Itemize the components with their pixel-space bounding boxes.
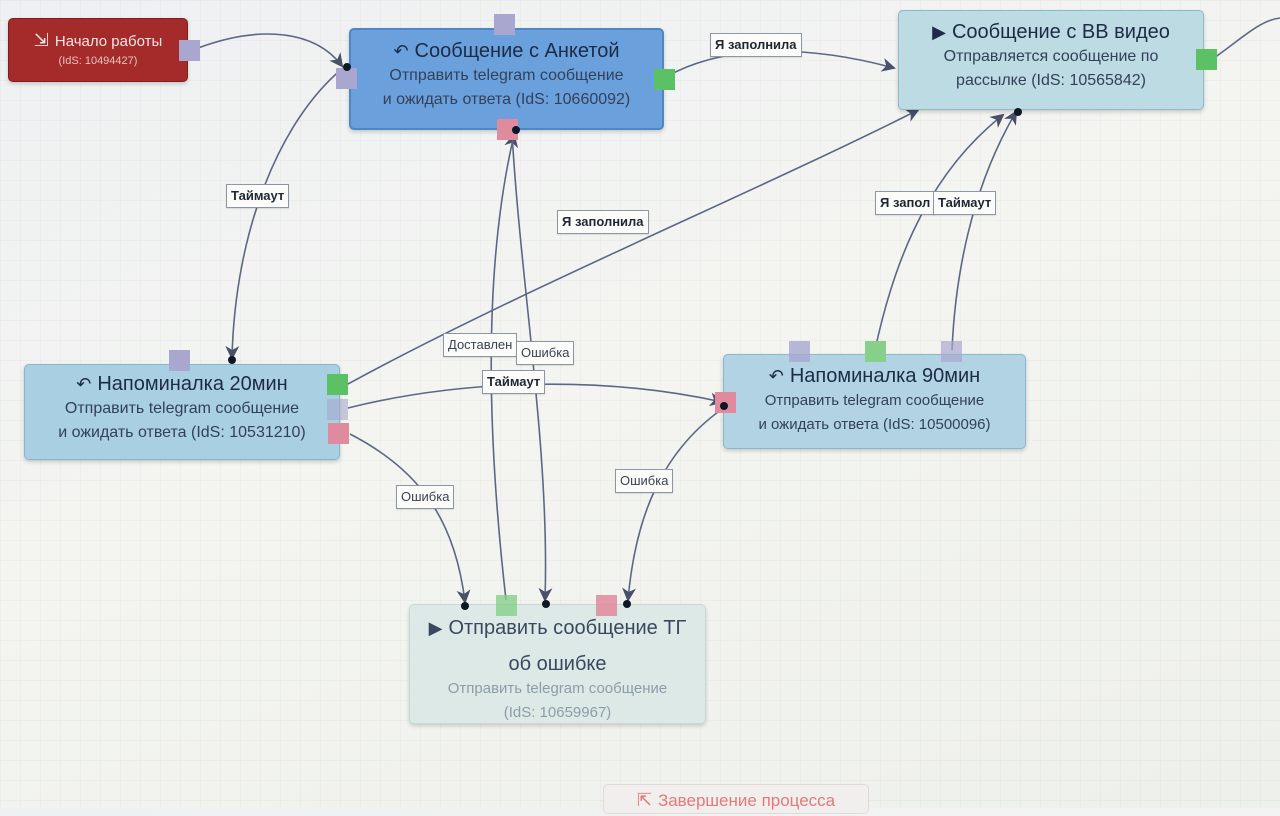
edge-anketa-error-to-err (511, 131, 553, 602)
edge-bb-out (1213, 17, 1280, 59)
edge-label-rem20-error[interactable]: Ошибка (396, 485, 455, 509)
port-rem90-top[interactable] (789, 341, 810, 362)
port-anketa-success[interactable] (654, 69, 675, 90)
edge-label-rem90-timeout[interactable]: Таймаут (933, 191, 997, 215)
port-rem90-timeout[interactable] (941, 341, 962, 362)
edge-label-rem20-timeout[interactable]: Таймаут (482, 370, 546, 394)
login-icon: ⇲ (33, 30, 49, 50)
node-err-desc: Отправить telegram сообщение (447, 680, 668, 697)
connector-dot (343, 63, 351, 71)
connector-dot (228, 356, 236, 364)
node-err-title-2: об ошибке (508, 653, 607, 675)
edge-label-delivered[interactable]: Доставлен (443, 333, 518, 357)
node-bb-desc-2: рассылке (IdS: 10565842) (956, 72, 1146, 89)
connector-dot (542, 600, 550, 608)
port-anketa-top[interactable] (494, 14, 515, 35)
logout-icon: ⇱ (636, 790, 652, 810)
node-bb-title: ▶Сообщение с ВВ видео (932, 21, 1170, 43)
edge-label-rem90-error[interactable]: Ошибка (615, 469, 674, 493)
port-start-out[interactable] (179, 40, 200, 61)
node-end-title: ⇱Завершение процесса (636, 790, 836, 810)
connector-dot (1014, 108, 1022, 116)
port-anketa-in[interactable] (336, 68, 357, 89)
edge-label-anketa-filled[interactable]: Я заполнила (710, 33, 802, 57)
port-err-error[interactable] (596, 595, 617, 616)
node-rem90-desc: Отправить telegram сообщение (764, 392, 985, 409)
node-err-title: ▶Отправить сообщение ТГ (428, 617, 687, 639)
connector-dot (720, 402, 728, 410)
edge-rem90-timeout-to-bb (951, 110, 1018, 351)
node-rem90-desc-2: и ожидать ответа (IdS: 10500096) (758, 416, 991, 433)
node-start-title: ⇲Начало работы (33, 30, 163, 50)
port-rem20-timeout[interactable] (327, 399, 348, 420)
port-anketa-error[interactable] (497, 119, 518, 140)
node-anketa[interactable]: ↶Сообщение с Анкетой Отправить telegram … (349, 28, 664, 130)
node-rem90-title: ↶Напоминалка 90мин (768, 365, 981, 387)
node-anketa-title: ↶Сообщение с Анкетой (393, 40, 620, 62)
port-rem20-top[interactable] (169, 350, 190, 371)
edge-rem90-error-to-err (622, 404, 729, 602)
port-rem20-success[interactable] (327, 374, 348, 395)
port-rem20-error[interactable] (328, 423, 349, 444)
play-icon: ▶ (932, 22, 946, 42)
edge-label-anketa-error[interactable]: Ошибка (516, 341, 575, 365)
edge-start-to-anketa (197, 33, 344, 68)
port-err-success[interactable] (496, 595, 517, 616)
edge-label-rem90-filled[interactable]: Я запол (875, 191, 936, 215)
reply-arrow-icon: ↶ (768, 366, 784, 386)
connector-dot (461, 602, 469, 610)
node-start[interactable]: ⇲Начало работы (IdS: 10494427) (8, 18, 188, 82)
edge-rem20-filled-to-bb (347, 109, 920, 385)
edge-err-delivered-to-anketa (490, 133, 519, 601)
reply-arrow-icon: ↶ (393, 41, 409, 61)
node-reminder-90[interactable]: ↶Напоминалка 90мин Отправить telegram со… (723, 354, 1026, 449)
edge-label-rem20-filled[interactable]: Я заполнила (557, 210, 649, 234)
node-rem20-desc: Отправить telegram сообщение (64, 400, 300, 417)
node-rem20-title: ↶Напоминалка 20мин (76, 373, 288, 395)
port-rem90-success[interactable] (865, 341, 886, 362)
node-error-message[interactable]: ▶Отправить сообщение ТГ об ошибке Отправ… (409, 604, 706, 724)
node-start-ids: (IdS: 10494427) (58, 55, 138, 67)
edge-label-anketa-timeout[interactable]: Таймаут (226, 184, 290, 208)
node-end[interactable]: ⇱Завершение процесса (603, 784, 869, 814)
node-err-ids: (IdS: 10659967) (503, 704, 612, 721)
reply-arrow-icon: ↶ (76, 374, 92, 394)
edge-rem20-error-to-err (349, 433, 471, 604)
node-reminder-20[interactable]: ↶Напоминалка 20мин Отправить telegram со… (24, 364, 340, 460)
edge-anketa-timeout-to-rem20 (225, 67, 344, 360)
node-bb-video[interactable]: ▶Сообщение с ВВ видео Отправляется сообщ… (898, 10, 1204, 110)
node-rem20-desc-2: и ожидать ответа (IdS: 10531210) (58, 424, 306, 441)
node-anketa-desc: Отправить telegram сообщение (389, 67, 624, 84)
connector-dot (623, 600, 631, 608)
node-anketa-desc-2: и ожидать ответа (IdS: 10660092) (382, 91, 631, 108)
port-bb-out[interactable] (1196, 49, 1217, 70)
connector-dot (512, 126, 520, 134)
edge-rem90-filled-to-bb (874, 113, 1005, 351)
play-icon: ▶ (428, 618, 443, 638)
node-bb-desc: Отправляется сообщение по (943, 48, 1159, 65)
